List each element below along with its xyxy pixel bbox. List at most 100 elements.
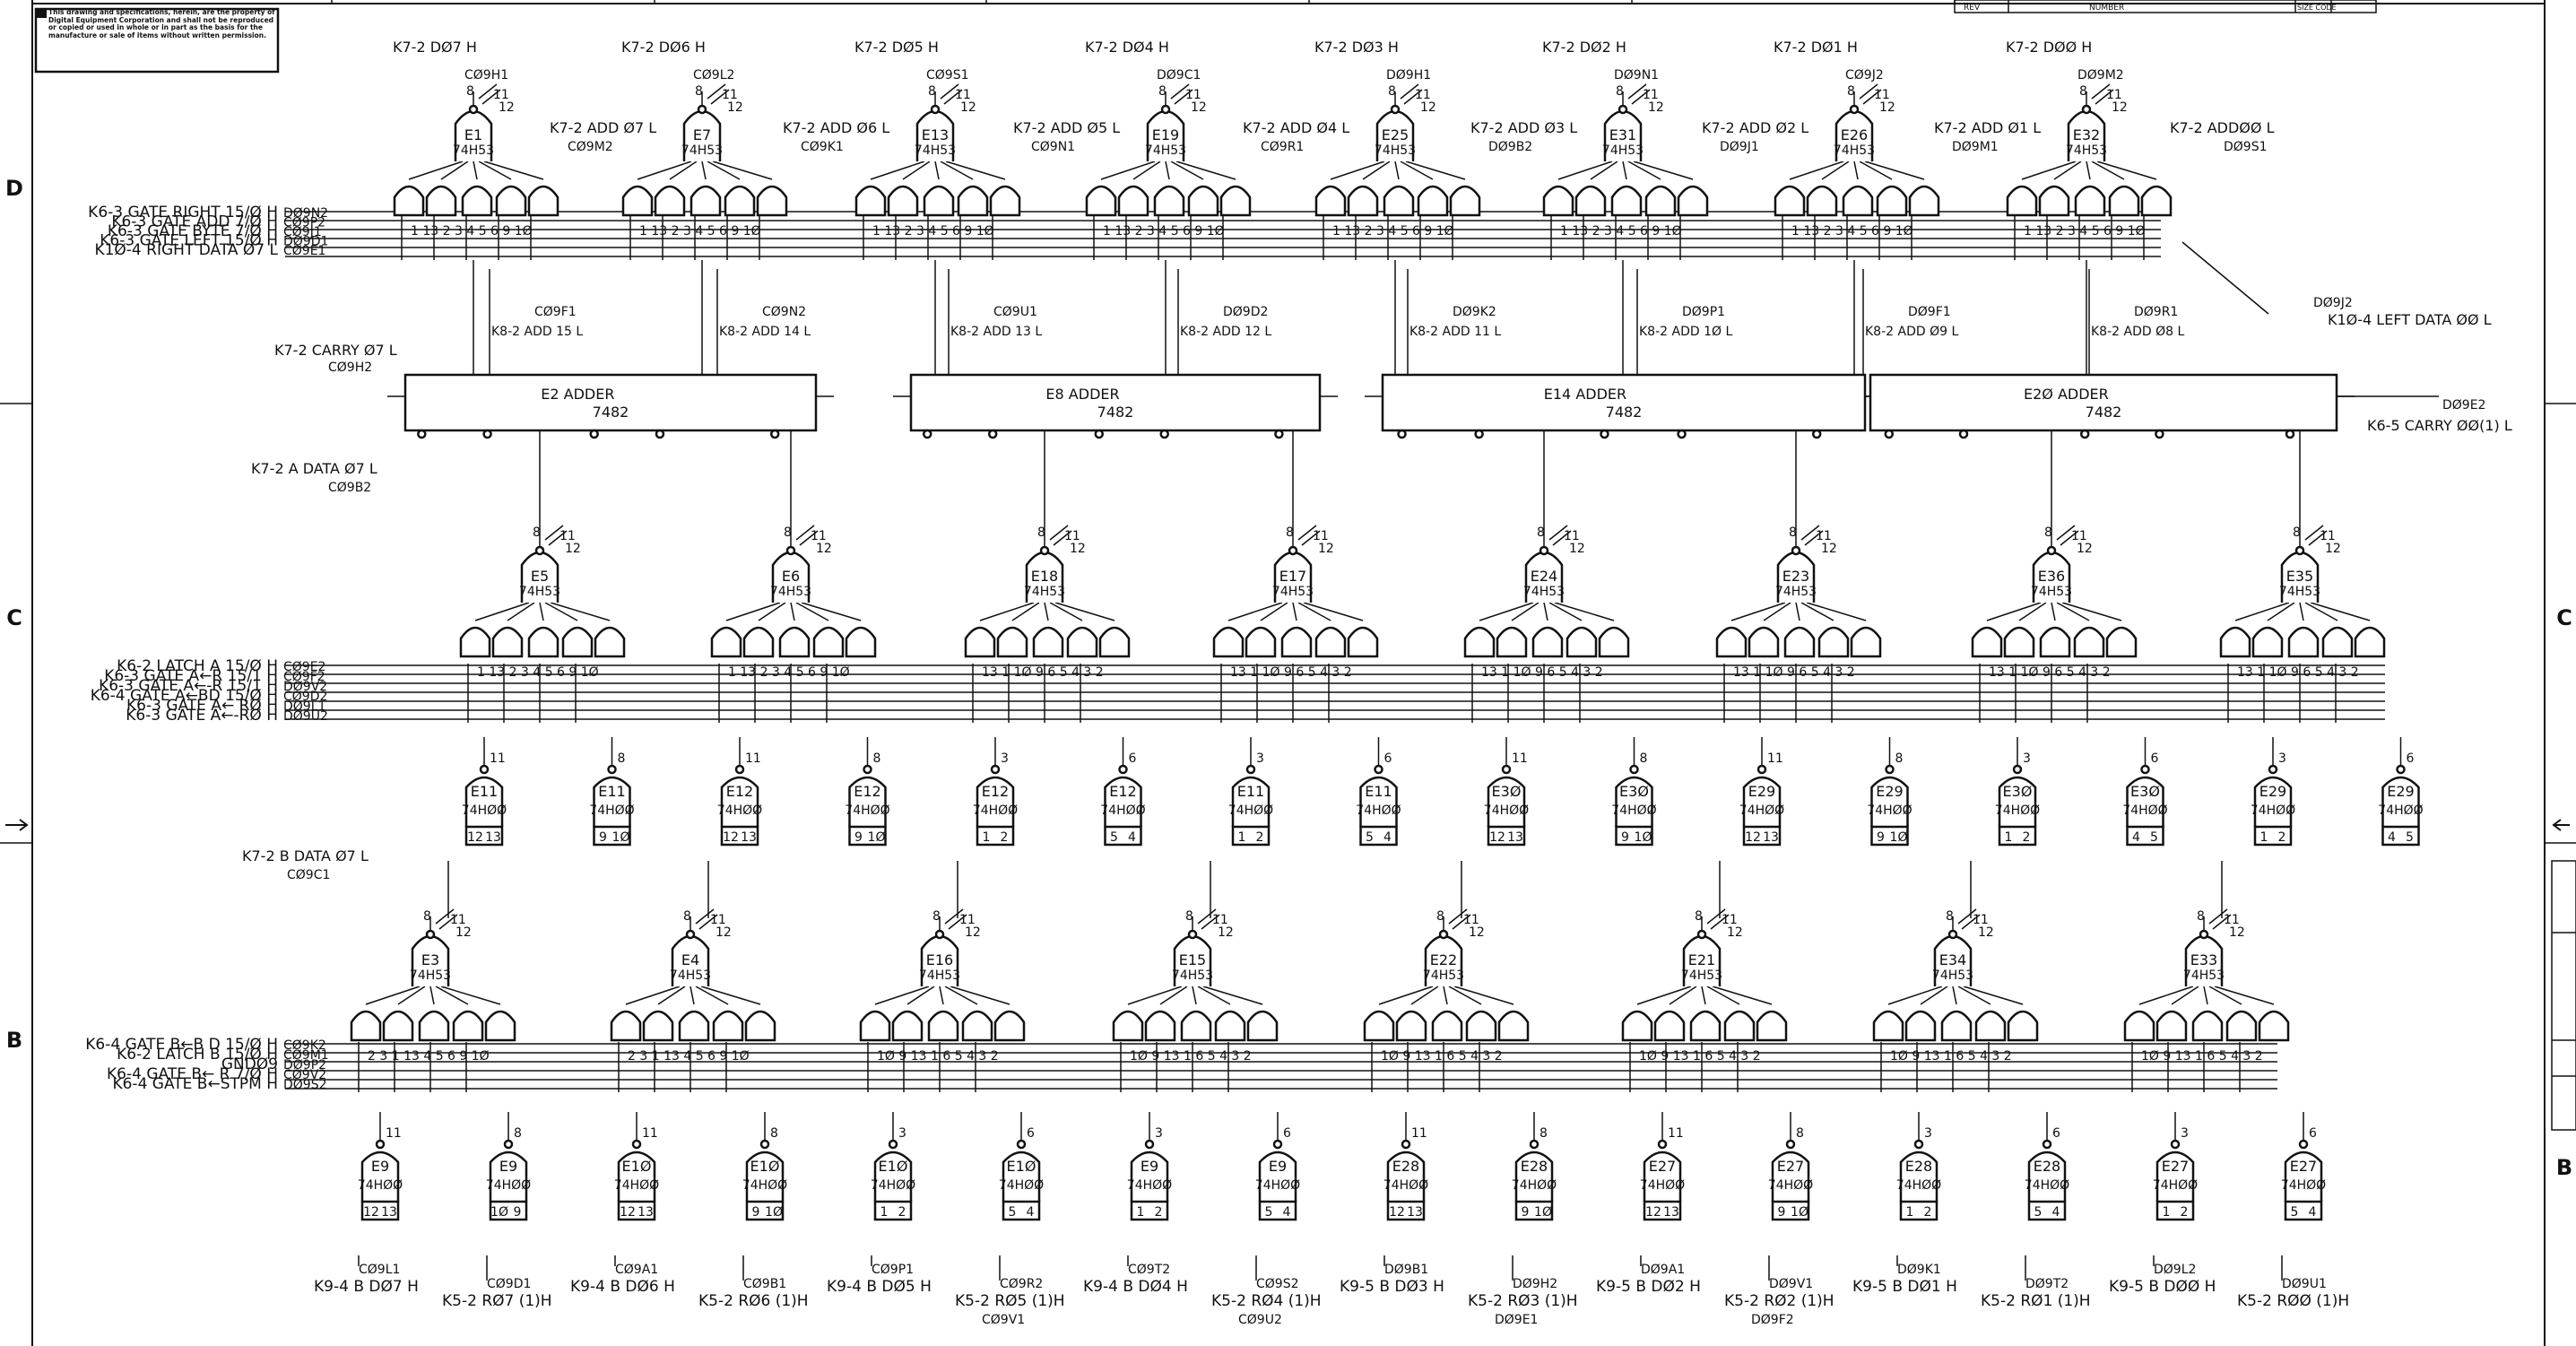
nand-c-pin-b: 1Ø (1890, 830, 1908, 845)
mid-gate-expander-mark (1297, 525, 1317, 541)
mid-gate-and-gate (812, 626, 845, 658)
bottom-label: K5-2 RØ5 (1)H (955, 1292, 1065, 1310)
mid-gate-expander-mark (544, 525, 564, 541)
top-gate-pin-8: 8 (928, 84, 936, 99)
mid-gate-and-to-nor (801, 602, 862, 621)
nand-c-pin-b: 4 (1128, 830, 1136, 845)
low-gate-input-pins: 1Ø 9 13 1 6 5 4 3 2 (1639, 1049, 1761, 1064)
nand-c-bubble (2268, 764, 2278, 775)
nand-b-pin-a: 12 (1645, 1205, 1661, 1220)
mid-gate-and-to-nor (2018, 602, 2047, 621)
top-gate-expander-mark (1403, 89, 1423, 105)
top-gate-pin-12: 12 (1191, 100, 1207, 115)
bus-d-signal-pin: CØ9E1 (283, 244, 325, 258)
top-gate-and-to-nor (1330, 161, 1385, 180)
nand-b-out-pin: 3 (898, 1126, 906, 1141)
top-gate-pin-12: 12 (2112, 100, 2128, 115)
low-gate-and-to-nor (1957, 986, 1991, 1005)
adder-pin-bubble (1274, 429, 1284, 439)
low-gate-and-to-nor (1378, 986, 1434, 1005)
top-gate-and-to-nor (712, 161, 773, 180)
top-gate-signal: DØ9M2 (2077, 68, 2124, 82)
low-gate-and-gate (744, 1010, 776, 1042)
nand-b-body (1514, 1151, 1554, 1202)
mid-gate-and-to-nor (474, 602, 530, 621)
top-gate-and-gate (1347, 185, 1379, 217)
low-gate-and-to-nor (1636, 986, 1692, 1005)
bottom-signal: DØ9K1 (1897, 1263, 1941, 1277)
mid-gate-inverter-bubble (2294, 545, 2305, 556)
nand-b-bubble (1144, 1139, 1155, 1150)
top-gate-and-to-nor (2091, 161, 2125, 180)
nand-c-body (1615, 776, 1653, 827)
top-gate-and-gate (1314, 185, 1347, 217)
nand-c-body (593, 776, 631, 827)
mid-gate-and-to-nor (2056, 602, 2090, 621)
bottom-label: K5-2 RØ3 (1)H (1468, 1292, 1578, 1310)
low-gate-inverter-bubble (934, 929, 945, 940)
nand-c-pin-box (1615, 825, 1653, 847)
low-gate-ref: E4 (681, 951, 699, 968)
top-gate-and-to-nor (1859, 161, 1893, 180)
nand-b-bubble (1272, 1139, 1283, 1150)
bottom-label: K5-2 RØ2 (1)H (1724, 1292, 1834, 1310)
nand-b-out-pin: 6 (1283, 1126, 1291, 1141)
bottom-label: K5-2 RØ7 (1)H (442, 1292, 552, 1310)
nand-b-ref: E28 (1905, 1158, 1932, 1175)
nand-c-ref: E11 (1365, 783, 1392, 800)
nand-b-out-pin: 8 (770, 1126, 778, 1141)
low-gate-expander-mark (698, 914, 718, 930)
nand-b-pin-b: 9 (514, 1205, 522, 1220)
adder-pin-bubble (2079, 429, 2090, 439)
low-gate-and-gate (1621, 1010, 1653, 1042)
mid-gate-pin-8: 8 (2293, 525, 2301, 540)
nand-b-bubble (2298, 1139, 2309, 1150)
zone-label-b-right: B (2556, 1155, 2572, 1180)
nand-b-pin-b: 13 (1407, 1205, 1423, 1220)
low-gate-and-gate (712, 1010, 744, 1042)
top-last-add-label: K7-2 ADDØØ L (2170, 119, 2275, 136)
low-gate-input-pins: 1Ø 9 13 1 6 5 4 3 2 (1381, 1049, 1503, 1064)
nand-b-pin-b: 4 (2052, 1205, 2060, 1220)
nand-b-ref: E1Ø (750, 1158, 780, 1175)
low-gate-pin-12: 12 (965, 925, 981, 940)
top-gate-and-gate (1383, 185, 1415, 217)
nand-b-ref: E1Ø (1007, 1158, 1036, 1175)
nand-b-ref: E27 (2162, 1158, 2189, 1175)
top-add-signal: CØ9M2 (568, 140, 613, 154)
top-add-signal: DØ9B2 (1488, 140, 1532, 154)
nand-b-pin-b: 13 (381, 1205, 397, 1220)
bus-d-signal-pin: DØ9D1 (283, 235, 328, 249)
adder-pin-bubble (769, 429, 780, 439)
nand-c-pin-b: 2 (2023, 830, 2031, 845)
nand-c-body (2126, 776, 2164, 827)
mid-gate-and-gate (996, 626, 1028, 658)
mid-gate-and-to-nor (790, 602, 795, 621)
low-gate-and-to-nor (1202, 986, 1263, 1005)
nand-c-pin-b: 13 (485, 830, 501, 845)
nand-b-ref: E27 (1649, 1158, 1676, 1175)
nand-b-ref: E1Ø (879, 1158, 908, 1175)
low-gate-and-gate (1395, 1010, 1427, 1042)
nand-b-pin-a: 12 (363, 1205, 379, 1220)
low-gate-chip: 74H53 (1932, 968, 1973, 983)
nand-b-chip: 74HØØ (1383, 1178, 1428, 1193)
nand-c-chip: 74HØØ (462, 803, 507, 818)
nand-c-pin-a: 1 (2260, 830, 2268, 845)
top-gate-expander-mark (1631, 89, 1651, 105)
low-gate-input-pins: 2 3 1 13 4 5 6 9 1Ø (628, 1049, 750, 1064)
low-gate-inverter-bubble (425, 929, 436, 940)
top-gate-and-gate (1876, 185, 1908, 217)
mid-gate-inverter-bubble (1539, 545, 1549, 556)
mid-gate-and-gate (1066, 626, 1098, 658)
low-gate-and-gate (927, 1010, 959, 1042)
mid-gate-and-to-nor (1543, 602, 1548, 621)
nand-b-out-pin: 3 (1155, 1126, 1163, 1141)
low-gate-ref: E21 (1688, 951, 1715, 968)
nand-c-chip: 74HØØ (845, 803, 889, 818)
nand-c-out-pin: 6 (1384, 751, 1392, 766)
nand-b-pin-a: 5 (1009, 1205, 1017, 1220)
top-gate-pin-8: 8 (695, 84, 703, 99)
mid-gate-and-to-nor (1049, 602, 1083, 621)
bottom-label: K9-4 B DØ6 H (570, 1278, 675, 1296)
